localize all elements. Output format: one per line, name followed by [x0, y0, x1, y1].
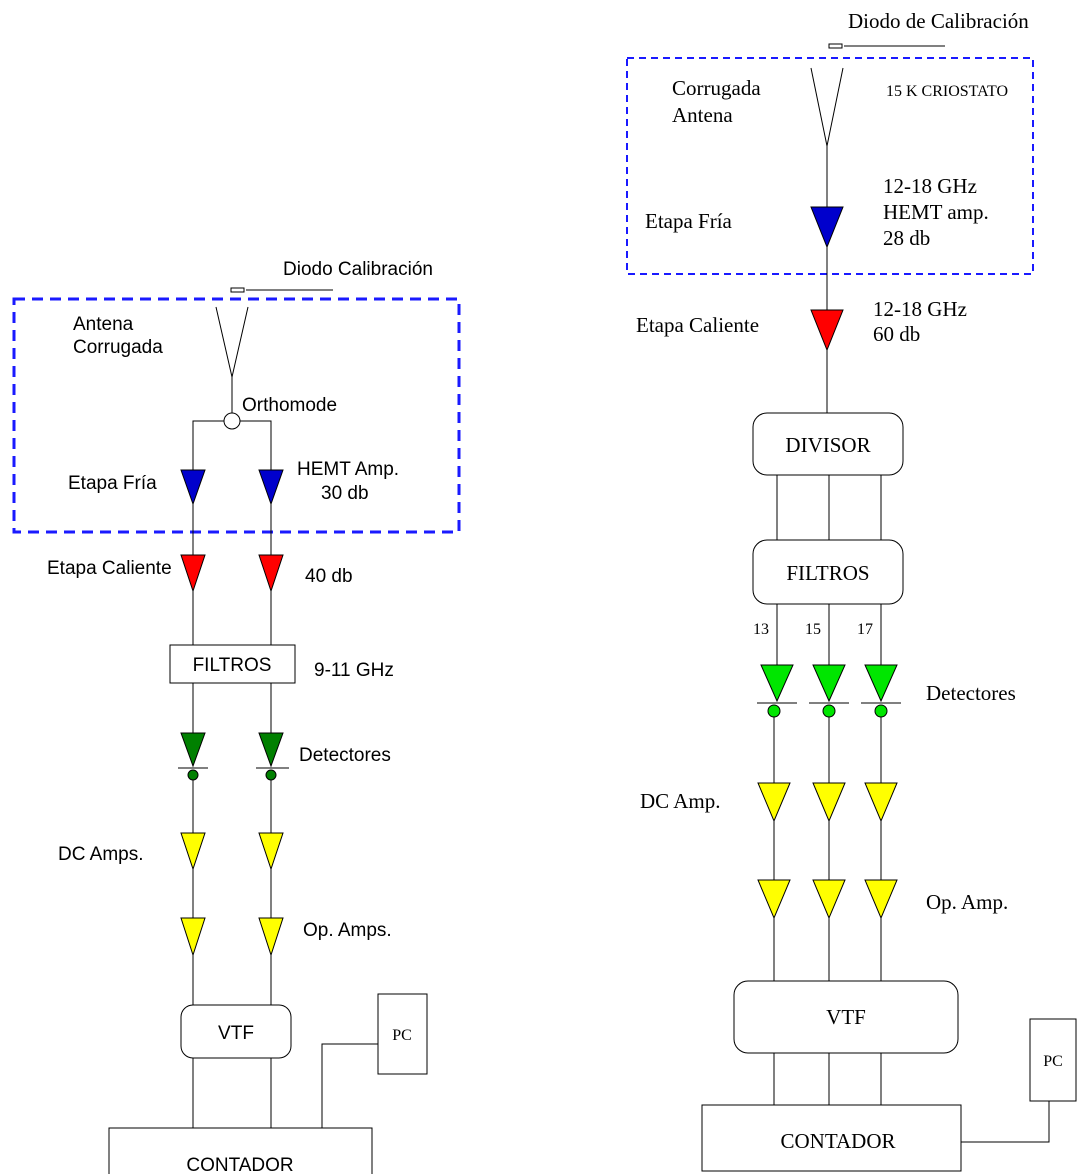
right-filters-box [752, 539, 904, 605]
left-orthomode-label: Orthomode [242, 395, 337, 416]
left-filters-box [169, 644, 296, 684]
left-cryostat-boundary [12, 297, 461, 534]
left-orthomode-circle-icon [223, 412, 241, 430]
right-cold-amp-icon [810, 206, 844, 249]
left-cold-amp-1-icon [180, 469, 206, 506]
right-calibration-diode-icon [828, 43, 945, 49]
right-hot-gain-label: 60 db [873, 322, 920, 346]
left-pc-box [377, 993, 428, 1075]
left-op-amp-2-icon [258, 917, 284, 957]
right-dc-amp-3-icon [864, 782, 898, 823]
right-pc-box [1029, 1018, 1077, 1102]
right-pc-label: PC [1043, 1053, 1063, 1070]
right-hot-band-label: 12-18 GHz [873, 297, 967, 321]
right-calibration-diode-label: Diodo de Calibración [848, 9, 1029, 33]
left-receiver-diagram: Diodo Calibración Antena Corrugada Ortho… [12, 259, 461, 1174]
right-counter-label: CONTADOR [781, 1129, 896, 1153]
right-op-amp-label: Op. Amp. [926, 890, 1008, 914]
right-op-amp-1-icon [757, 879, 791, 920]
right-dc-amp-2-icon [812, 782, 846, 823]
right-divisor-label: DIVISOR [785, 433, 870, 457]
right-antenna-label-2: Antena [672, 103, 733, 127]
right-filters-label: FILTROS [786, 561, 869, 585]
left-hot-stage-label: Etapa Caliente [47, 558, 172, 579]
right-divisor-box [752, 412, 904, 476]
right-hot-amp-icon [810, 309, 844, 352]
left-antenna-label-2: Corrugada [73, 337, 163, 358]
right-hemt-band-label: 12-18 GHz [883, 174, 977, 198]
right-op-amp-3-icon [864, 879, 898, 920]
right-receiver-diagram: Diodo de Calibración 15 K CRIOSTATO Corr… [626, 9, 1077, 1172]
right-detector-1-icon [757, 664, 797, 718]
left-dc-amp-1-icon [180, 832, 206, 871]
right-hemt-gain-label: 28 db [883, 226, 930, 250]
left-detector-2-icon [256, 732, 289, 781]
right-hot-stage-label: Etapa Caliente [636, 313, 759, 337]
right-dc-amp-label: DC Amp. [640, 789, 721, 813]
right-channel-13-label: 13 [753, 621, 769, 638]
left-counter-label: CONTADOR [186, 1155, 293, 1174]
left-filters-band-label: 9-11 GHz [314, 660, 394, 681]
right-vtf-label: VTF [826, 1005, 866, 1029]
left-detectors-label: Detectores [299, 745, 391, 766]
right-counter-box [701, 1104, 962, 1172]
right-vtf-box [733, 980, 959, 1054]
right-detector-3-icon [861, 664, 901, 718]
left-hemt-gain-label: 30 db [321, 483, 369, 504]
right-detectors-label: Detectores [926, 681, 1016, 705]
right-dc-amp-1-icon [757, 782, 791, 823]
right-cold-stage-label: Etapa Fría [645, 209, 733, 233]
right-antenna-label-1: Corrugada [672, 76, 761, 100]
left-hot-amp-1-icon [180, 554, 206, 593]
left-op-amp-1-icon [180, 917, 206, 957]
left-antenna-icon [215, 306, 249, 413]
left-cold-amp-2-icon [258, 469, 284, 506]
left-cold-stage-label: Etapa Fría [68, 473, 157, 494]
left-op-amps-label: Op. Amps. [303, 920, 392, 941]
left-filters-label: FILTROS [193, 655, 272, 676]
right-hemt-amp-label: HEMT amp. [883, 200, 989, 224]
left-dc-amp-2-icon [258, 832, 284, 871]
left-counter-box [108, 1127, 373, 1174]
left-dc-amps-label: DC Amps. [58, 844, 144, 865]
left-pc-label: PC [392, 1027, 412, 1044]
left-vtf-box [180, 1004, 292, 1059]
right-antenna-icon [810, 67, 844, 207]
right-channel-17-label: 17 [857, 621, 873, 638]
left-hot-amp-2-icon [258, 554, 284, 593]
left-hot-gain-label: 40 db [305, 566, 353, 587]
right-channel-15-label: 15 [805, 621, 821, 638]
right-op-amp-2-icon [812, 879, 846, 920]
left-calibration-diode-label: Diodo Calibración [283, 259, 433, 280]
right-cryostat-label: 15 K CRIOSTATO [886, 83, 1008, 100]
left-antenna-label-1: Antena [73, 314, 134, 335]
left-hemt-amp-label: HEMT Amp. [297, 459, 399, 480]
left-vtf-label: VTF [218, 1023, 254, 1044]
left-calibration-diode-icon [230, 287, 333, 293]
